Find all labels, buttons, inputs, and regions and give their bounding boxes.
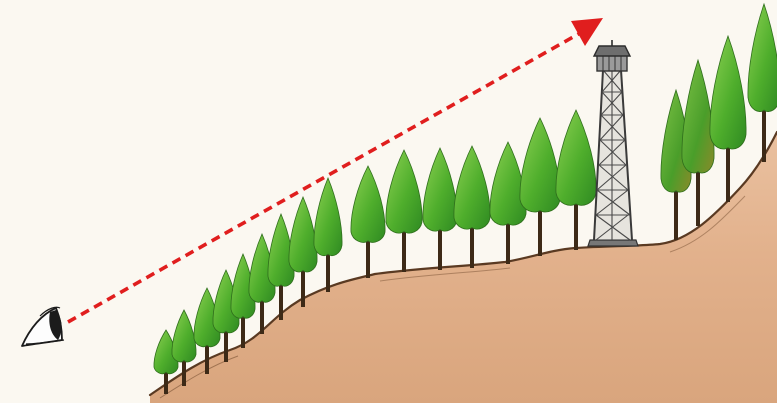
tree — [454, 146, 490, 268]
tree — [556, 110, 596, 250]
tree — [314, 178, 342, 292]
tree — [268, 214, 294, 320]
tree — [682, 60, 714, 226]
tree — [423, 148, 457, 270]
tree — [520, 118, 560, 256]
tree — [289, 197, 317, 307]
lattice-tower-icon — [588, 40, 638, 246]
tree — [351, 166, 385, 278]
tree — [710, 36, 746, 202]
tree — [386, 150, 422, 272]
eye-icon — [22, 307, 64, 346]
